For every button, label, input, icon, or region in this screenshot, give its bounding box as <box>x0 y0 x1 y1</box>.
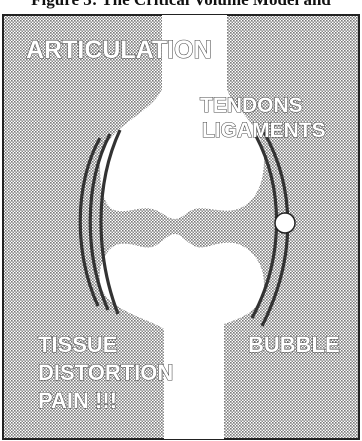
figure-caption: Figure 3: The Critical Volume Model and <box>0 0 362 10</box>
label-pain: PAIN !!! <box>38 388 117 413</box>
label-articulation: ARTICULATION <box>26 36 212 64</box>
label-bubble: BUBBLE <box>248 332 340 357</box>
label-tissue: TISSUE <box>38 332 117 357</box>
label-distortion: DISTORTION <box>38 360 173 385</box>
joint-diagram-canvas: ARTICULATION TENDONS LIGAMENTS TISSUE DI… <box>2 14 360 440</box>
figure-caption-text: Figure 3: The Critical Volume Model and <box>31 0 331 10</box>
bubble-icon <box>275 213 295 233</box>
label-tendons: TENDONS <box>200 94 303 117</box>
label-ligaments: LIGAMENTS <box>202 119 326 142</box>
joint-diagram: ARTICULATION TENDONS LIGAMENTS TISSUE DI… <box>2 14 360 440</box>
